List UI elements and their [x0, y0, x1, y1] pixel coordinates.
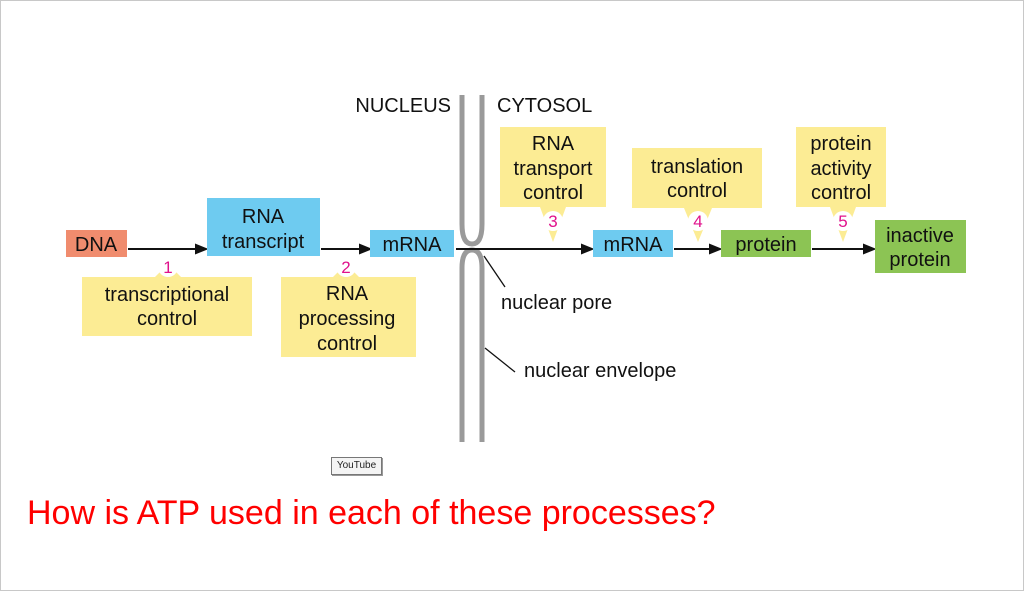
control-2-line2: processing	[299, 308, 396, 330]
nuclear-pore-annotation: nuclear pore	[483, 255, 612, 314]
rna-transcript-box: RNA transcript	[207, 198, 320, 256]
protein-box: protein	[721, 230, 811, 257]
nuclear-pore-label: nuclear pore	[501, 292, 612, 314]
cytosol-label: CYTOSOL	[497, 95, 592, 117]
control-1: 1 transcriptional control	[82, 257, 252, 336]
control-4-line2: control	[667, 180, 727, 202]
dna-box: DNA	[66, 230, 127, 257]
control-2-line1: RNA	[326, 283, 369, 305]
mrna-nuclear-box-bg	[370, 230, 454, 257]
control-1-line2: control	[137, 308, 197, 330]
rna-transcript-label-line1: RNA	[242, 206, 285, 228]
control-4-line1: translation	[651, 156, 743, 178]
inactive-protein-box: inactive protein	[875, 220, 966, 273]
nuclear-envelope	[459, 95, 485, 442]
control-2-number: 2	[341, 258, 350, 277]
control-4-badge	[688, 211, 708, 231]
control-3-badge	[543, 211, 563, 231]
question-text: How is ATP used in each of these process…	[27, 494, 716, 532]
protein-box-bg	[721, 230, 811, 257]
arrowhead-2	[359, 243, 373, 255]
control-3-number: 3	[548, 212, 557, 231]
arrowhead-1	[195, 243, 209, 255]
control-5-line2: activity	[810, 158, 871, 180]
control-5: 5 protein activity control	[796, 127, 886, 242]
rna-transcript-label-line2: transcript	[222, 231, 305, 253]
control-3-line2: transport	[514, 158, 593, 180]
mrna-cytosol-label: mRNA	[604, 234, 664, 256]
inactive-protein-label-line2: protein	[889, 249, 950, 271]
mrna-nuclear-box: mRNA	[370, 230, 454, 257]
control-2-badge	[336, 257, 356, 277]
control-3-line1: RNA	[532, 133, 575, 155]
youtube-badge[interactable]: YouTube	[331, 457, 382, 475]
nuclear-envelope-annotation: nuclear envelope	[484, 347, 676, 382]
control-1-badge	[158, 257, 178, 277]
control-1-number: 1	[163, 258, 172, 277]
rna-transcript-box-bg	[207, 198, 320, 256]
control-4-number: 4	[693, 212, 702, 231]
control-5-callout	[796, 127, 886, 242]
control-5-badge	[833, 211, 853, 231]
nuclear-envelope-label: nuclear envelope	[524, 360, 676, 382]
nuclear-pore-leader	[483, 255, 506, 288]
nuclear-envelope-leader	[484, 347, 516, 373]
arrowhead-4	[709, 243, 723, 255]
control-3: 3 RNA transport control	[500, 127, 606, 242]
control-5-line1: protein	[810, 133, 871, 155]
control-2: 2 RNA processing control	[281, 257, 416, 357]
protein-label: protein	[735, 234, 796, 256]
control-1-line1: transcriptional	[105, 284, 230, 306]
control-2-line3: control	[317, 333, 377, 355]
control-4: 4 translation control	[632, 148, 762, 242]
dna-label: DNA	[75, 234, 118, 256]
arrowhead-3	[581, 243, 595, 255]
mrna-nuclear-label: mRNA	[383, 234, 443, 256]
nuclear-envelope-lower	[459, 247, 485, 442]
nuclear-envelope-upper	[459, 95, 485, 247]
pathway-arrows	[128, 243, 877, 255]
control-5-number: 5	[838, 212, 847, 231]
control-2-callout	[281, 264, 416, 357]
mrna-cytosol-box-bg	[593, 230, 673, 257]
mrna-cytosol-box: mRNA	[593, 230, 673, 257]
nucleus-label: NUCLEUS	[355, 95, 451, 117]
inactive-protein-label-line1: inactive	[886, 225, 954, 247]
arrowhead-5	[863, 243, 877, 255]
control-1-callout	[82, 264, 252, 336]
control-3-callout	[500, 127, 606, 242]
control-4-callout	[632, 148, 762, 242]
control-3-line3: control	[523, 182, 583, 204]
control-5-line3: control	[811, 182, 871, 204]
dna-box-bg	[66, 230, 127, 257]
inactive-protein-box-bg	[875, 220, 966, 273]
